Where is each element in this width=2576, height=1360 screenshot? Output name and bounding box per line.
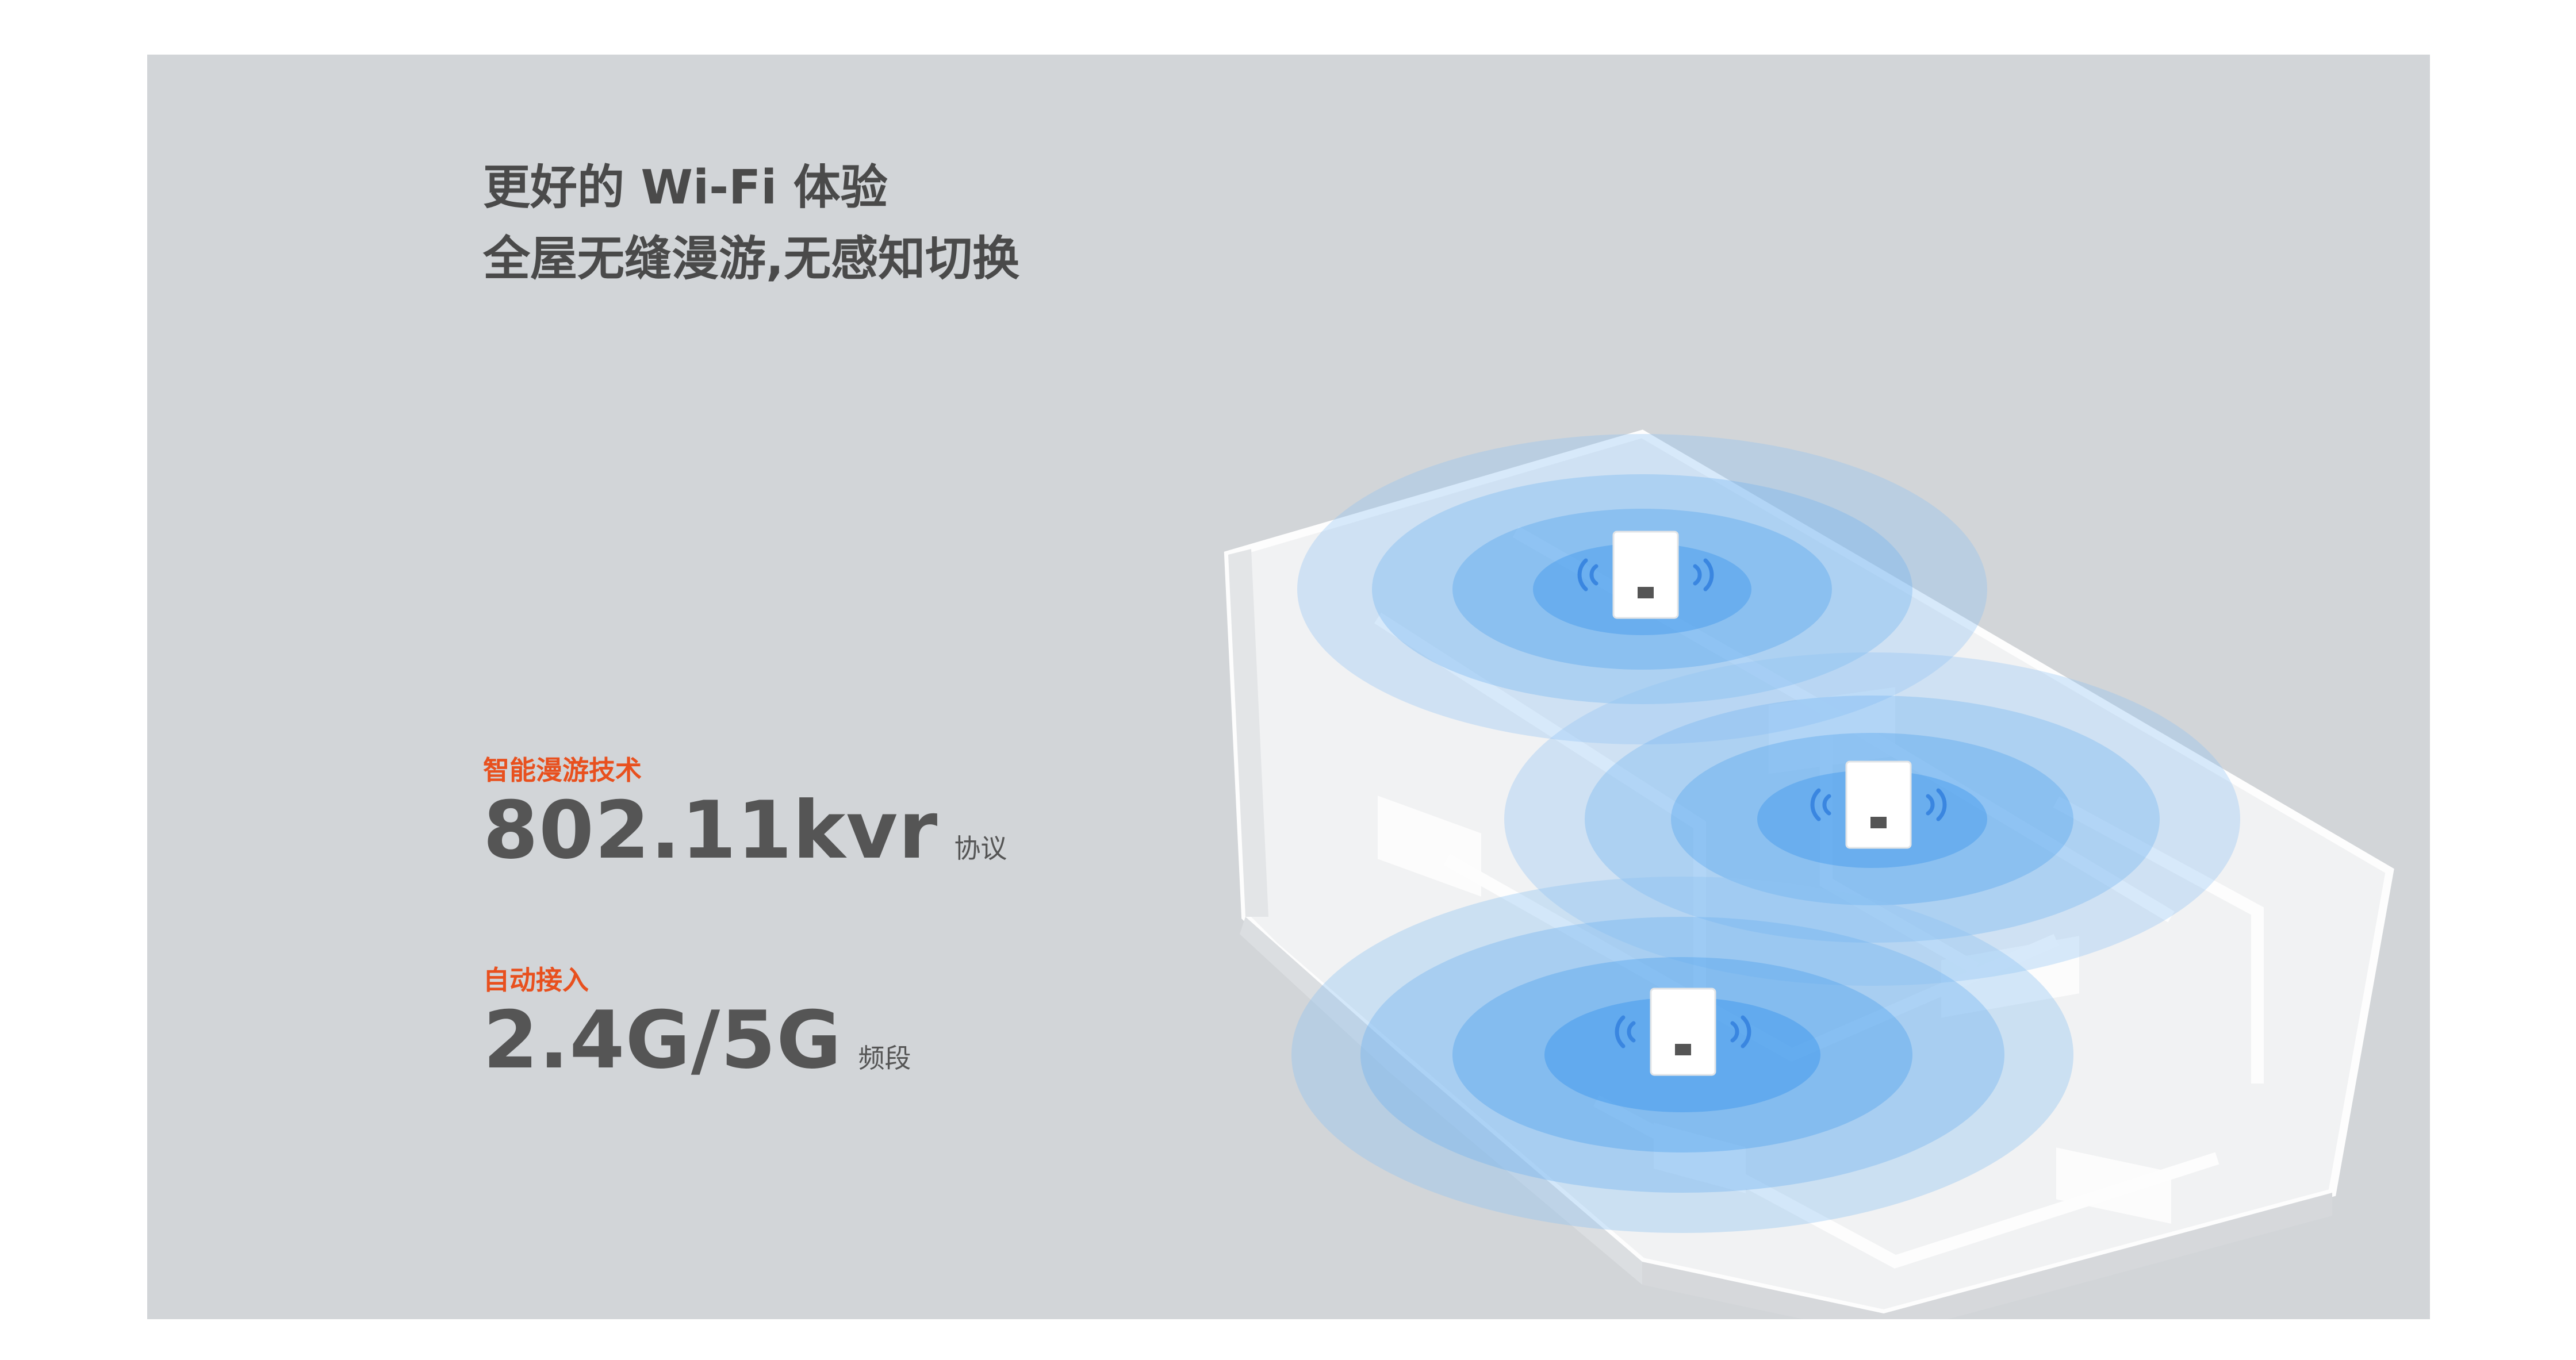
headline: 更好的 Wi-Fi 体验 全屋无缝漫游,无感知切换	[483, 152, 1019, 295]
house-floorplan	[1224, 429, 2394, 1319]
feature-band: 自动接入 2.4G/5G 频段	[483, 963, 911, 1084]
headline-line-2: 全屋无缝漫游,无感知切换	[483, 232, 1020, 286]
feature-roaming: 智能漫游技术 802.11kvr 协议	[483, 753, 1007, 874]
wifi-icon	[1577, 558, 1714, 591]
wifi-icon	[1615, 1015, 1751, 1048]
feature-value: 802.11kvr	[483, 784, 938, 877]
access-point-middle	[1810, 760, 1947, 849]
headline-line-1: 更好的 Wi-Fi 体验	[483, 160, 888, 215]
feature-unit: 协议	[954, 833, 1007, 864]
feature-value: 2.4G/5G	[483, 994, 842, 1086]
access-point-upper	[1577, 531, 1714, 619]
feature-label: 智能漫游技术	[483, 755, 642, 786]
hero-panel: 更好的 Wi-Fi 体验 全屋无缝漫游,无感知切换 智能漫游技术 802.11k…	[147, 55, 2430, 1319]
feature-unit: 频段	[858, 1043, 911, 1074]
house-coverage-illustration	[1224, 429, 2394, 1319]
wifi-icon	[1810, 788, 1947, 821]
access-point-lower	[1615, 988, 1751, 1076]
feature-label: 自动接入	[483, 965, 589, 996]
